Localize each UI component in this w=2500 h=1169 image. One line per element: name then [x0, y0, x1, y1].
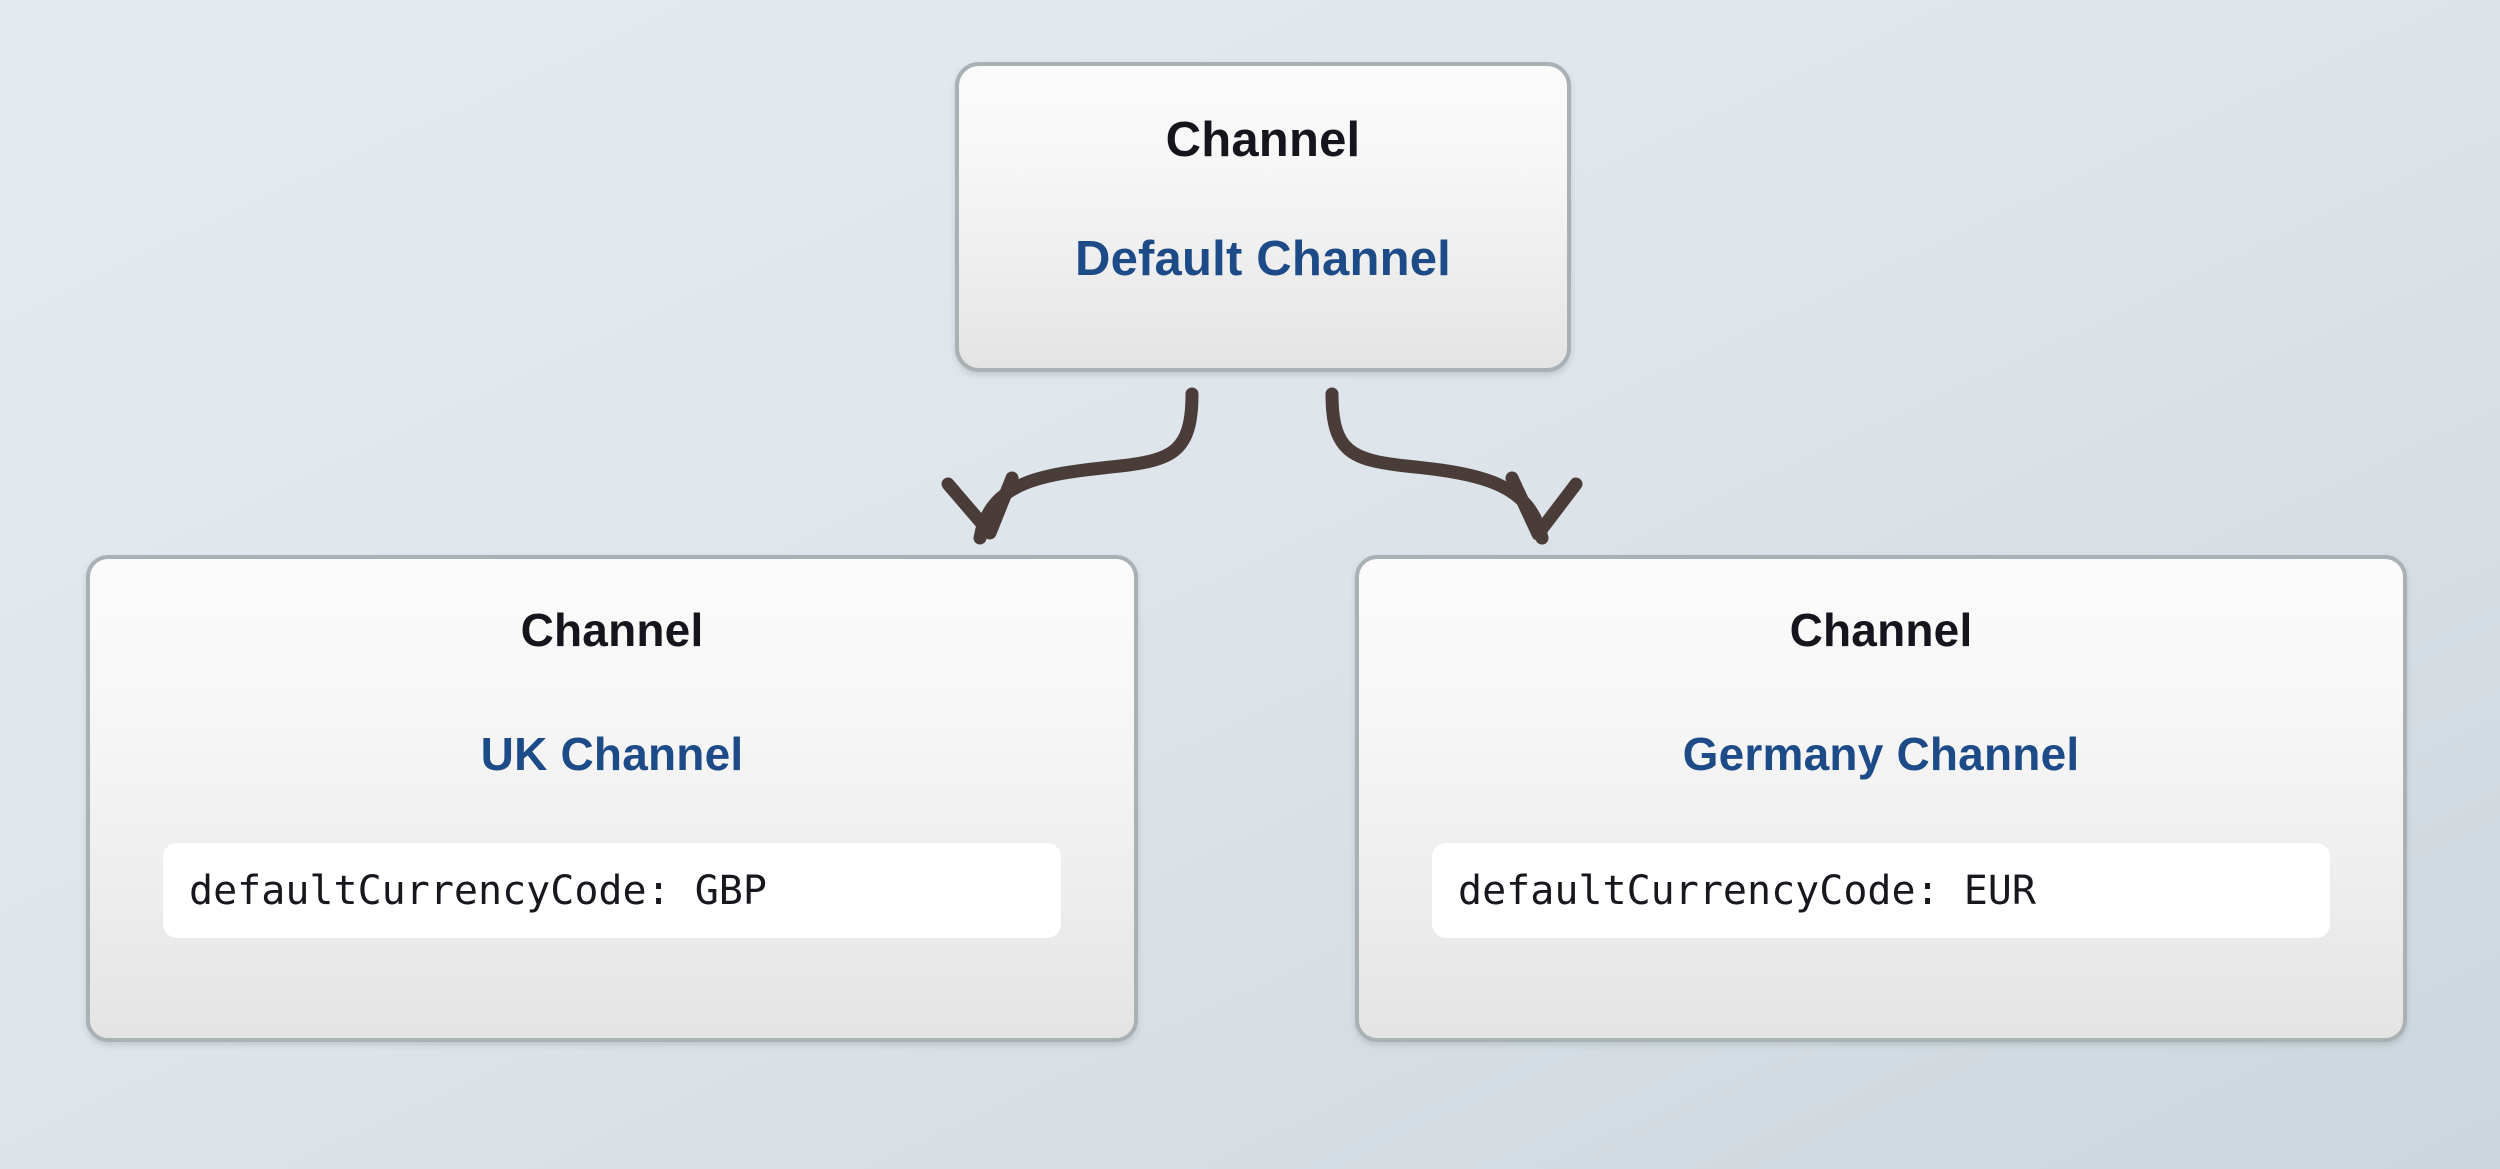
node-type-label: Channel [1165, 113, 1361, 167]
node-field-list: defaultCurrencyCode: GBP [90, 843, 1134, 938]
node-field-list: defaultCurrencyCode: EUR [1359, 843, 2403, 938]
node-name-label: Germany Channel [1682, 728, 2080, 780]
node-type-label: Channel [1789, 604, 1973, 656]
node-name-label: Default Channel [1075, 232, 1451, 286]
edge-root-to-uk-arrowhead [941, 471, 1019, 540]
node-name-label: UK Channel [480, 728, 744, 780]
node-default-channel[interactable]: Channel Default Channel [955, 62, 1571, 372]
field-default-currency-code: defaultCurrencyCode: EUR [1432, 843, 2330, 938]
field-default-currency-code: defaultCurrencyCode: GBP [163, 843, 1061, 938]
edge-root-to-de-arrowhead [1505, 471, 1583, 541]
edge-root-to-de-line [1325, 387, 1549, 545]
node-uk-channel[interactable]: Channel UK Channel defaultCurrencyCode: … [86, 555, 1138, 1042]
edge-root-to-uk-line [973, 387, 1199, 545]
node-germany-channel[interactable]: Channel Germany Channel defaultCurrencyC… [1355, 555, 2407, 1042]
node-type-label: Channel [520, 604, 704, 656]
